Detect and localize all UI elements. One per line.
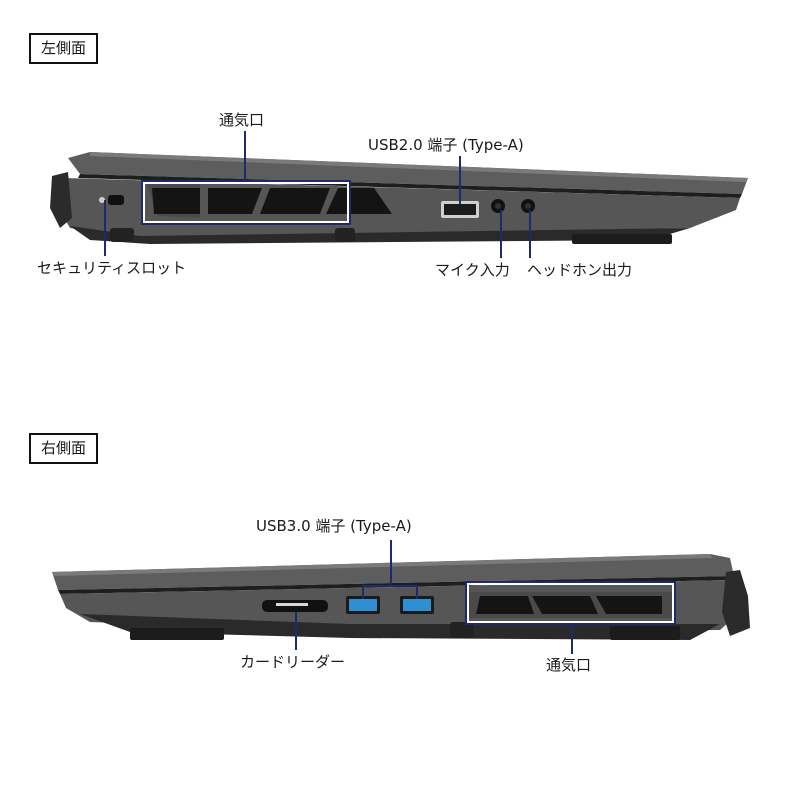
usb3-label: USB3.0 端子 (Type-A) — [256, 517, 412, 535]
security-slot-label: セキュリティスロット — [37, 259, 187, 277]
usb3-leader-right — [416, 585, 418, 599]
headphone-output-leader — [529, 210, 531, 258]
right-vent-label: 通気口 — [546, 656, 592, 674]
mic-input-label: マイク入力 — [435, 261, 510, 279]
left-side-tag: 左側面 — [29, 33, 99, 64]
usb2-label: USB2.0 端子 (Type-A) — [368, 136, 524, 154]
usb3-leader-left — [362, 585, 364, 599]
usb2-leader — [459, 156, 461, 204]
card-reader-label: カードリーダー — [240, 653, 346, 671]
card-reader-leader — [295, 612, 297, 650]
laptop-right-side-view — [50, 552, 750, 652]
laptop-left-side-view — [50, 148, 750, 250]
usb3-leader-main — [390, 540, 392, 586]
right-vent-leader — [571, 623, 573, 654]
right-side-tag: 右側面 — [29, 433, 99, 464]
security-slot-leader — [104, 200, 106, 256]
left-vent-leader — [244, 131, 246, 182]
headphone-output-label: ヘッドホン出力 — [527, 261, 633, 279]
right-vent-highlight — [465, 581, 676, 625]
usb3-leader-bar — [362, 585, 418, 587]
mic-input-leader — [500, 210, 502, 258]
left-vent-label: 通気口 — [219, 111, 265, 129]
left-vent-highlight — [141, 180, 351, 225]
